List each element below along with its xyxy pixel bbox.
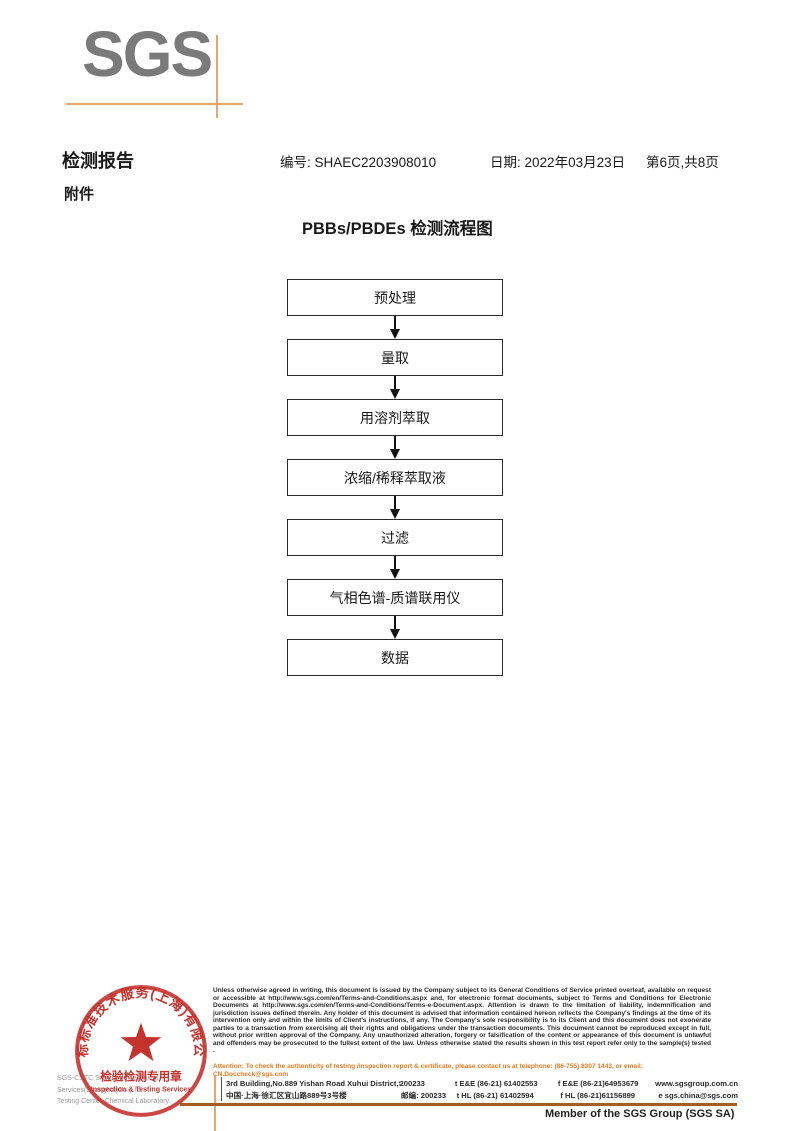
report-number-value: SHAEC2203908010 (314, 155, 437, 170)
logo-horizontal-rule (66, 103, 243, 105)
report-title: 检测报告 (62, 151, 134, 171)
flow-step-concentrate-dilute: 浓缩/稀释萃取液 (287, 459, 503, 496)
down-arrow-icon (287, 556, 503, 579)
stamp-center-sublabel: Inspection & Testing Services (91, 1086, 191, 1094)
inspection-stamp-icon: 通标标准技术服务(上海)有限公司 检验检测专用章 Inspection & Te… (70, 980, 207, 1117)
flow-step-filter: 过滤 (287, 519, 503, 556)
stamp-center-label: 检验检测专用章 (100, 1069, 182, 1083)
flow-step-gcms: 气相色谱-质谱联用仪 (287, 579, 503, 616)
down-arrow-icon (287, 496, 503, 519)
address-row-en: 3rd Building,No.889 Yishan Road Xuhui Di… (226, 1077, 738, 1089)
address-cn: 中国·上海·徐汇区宜山路889号3号楼 (226, 1090, 347, 1100)
footer-horizontal-rule (180, 1103, 737, 1106)
report-date: 日期: 2022年03月23日 (490, 151, 625, 171)
flow-step-pretreatment: 预处理 (287, 279, 503, 316)
lab-company-line1: SGS-CSTC Standards Technical Services(Sh… (57, 1075, 159, 1094)
down-arrow-icon (287, 316, 503, 339)
address-row-cn: 中国·上海·徐汇区宜山路889号3号楼 邮编: 200233 t HL (86-… (226, 1089, 738, 1101)
attachment-label: 附件 (64, 186, 95, 203)
fax-en: f E&E (86-21)64953679 (557, 1078, 639, 1088)
logo-vertical-rule (216, 35, 218, 118)
flow-step-data: 数据 (287, 639, 503, 676)
star-icon (120, 1022, 162, 1062)
report-number-label: 编号: (280, 155, 311, 170)
address-block: 3rd Building,No.889 Yishan Road Xuhui Di… (221, 1077, 738, 1101)
flow-step-measure: 量取 (287, 339, 503, 376)
phone-cn: t HL (86-21) 61402594 (456, 1090, 534, 1100)
postcode-en: 200233 (399, 1078, 425, 1088)
flowchart: 预处理 量取 用溶剂萃取 浓缩/稀释萃取液 过滤 气相色谱-质谱联用仪 数据 (287, 279, 503, 676)
attention-notice-text: Attention: To check the authenticity of … (213, 1063, 643, 1078)
website-link: www.sgsgroup.com.cn (655, 1078, 738, 1088)
flow-step-solvent-extraction: 用溶剂萃取 (287, 399, 503, 436)
report-date-value: 2022年03月23日 (524, 155, 626, 170)
phone-en: t E&E (86-21) 61402553 (454, 1078, 538, 1088)
fax-cn: f HL (86-21)61156899 (560, 1090, 635, 1100)
lab-company-name: SGS-CSTC Standards Technical Services(Sh… (57, 1073, 217, 1108)
flowchart-title: PBBs/PBDEs 检测流程图 (302, 220, 493, 238)
postcode-cn: 邮编: 200233 (400, 1090, 447, 1100)
sgs-member-text: Member of the SGS Group (SGS SA) (545, 1108, 735, 1120)
sgs-logo: SGS (82, 18, 213, 90)
down-arrow-icon (287, 616, 503, 639)
legal-disclaimer-text: Unless otherwise agreed in writing, this… (213, 987, 711, 1055)
email-link: e sgs.china@sgs.com (658, 1090, 738, 1100)
address-en: 3rd Building,No.889 Yishan Road Xuhui Di… (226, 1078, 400, 1088)
report-number: 编号: SHAEC2203908010 (280, 151, 436, 171)
report-date-label: 日期: (490, 155, 521, 170)
page-indicator: 第6页,共8页 (646, 155, 719, 170)
down-arrow-icon (287, 436, 503, 459)
lab-company-line2: Testing Center-Chemical Laboratory. (57, 1098, 171, 1106)
down-arrow-icon (287, 376, 503, 399)
